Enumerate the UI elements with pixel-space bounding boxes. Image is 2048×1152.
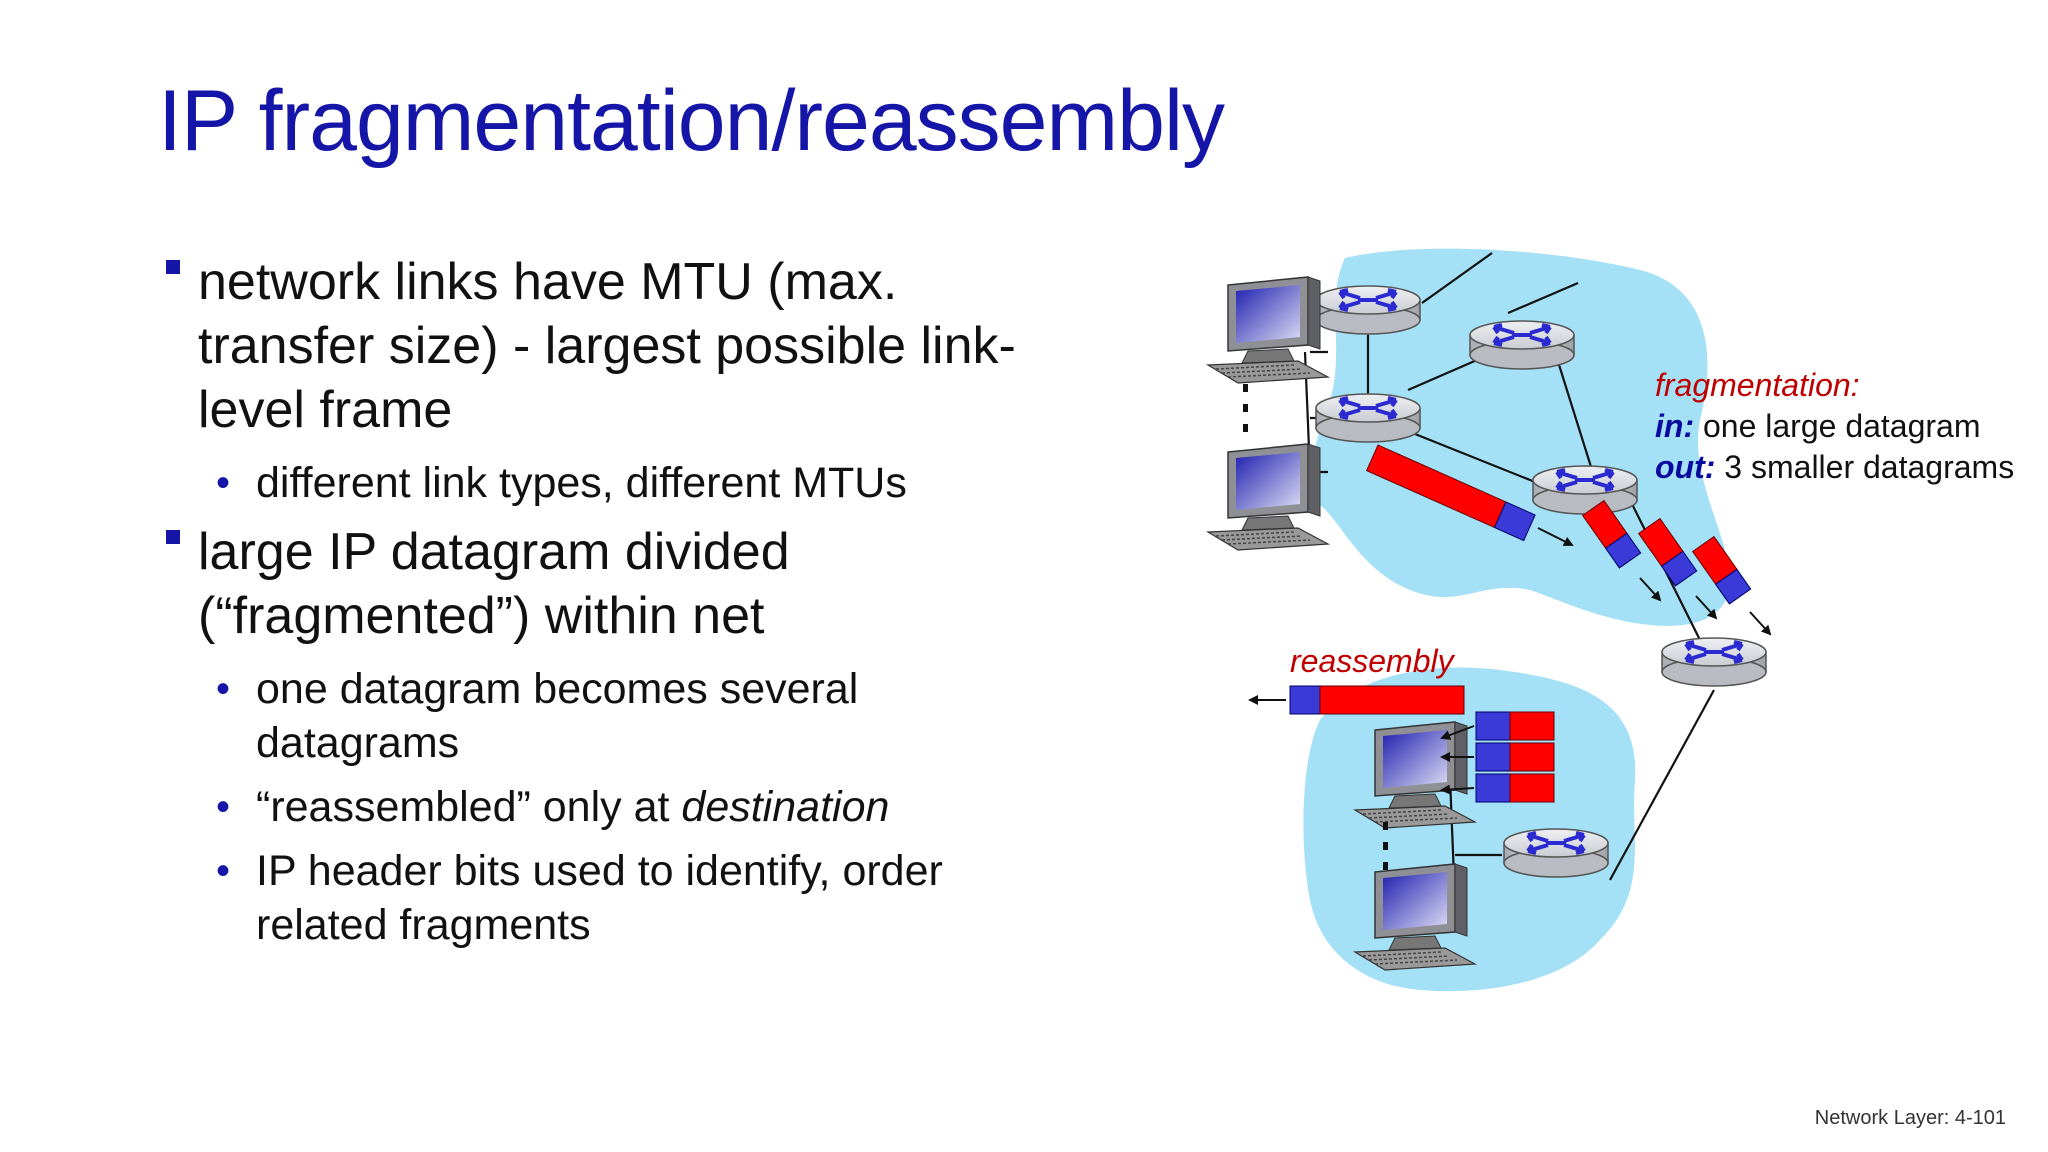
router-icon bbox=[1502, 827, 1610, 879]
received-fragments bbox=[1475, 711, 1555, 803]
reassembled-text: “reassembled” only at bbox=[256, 783, 682, 831]
router-icon bbox=[1531, 464, 1639, 516]
out-caption: out: 3 smaller datagrams bbox=[1655, 449, 2014, 485]
in-text: one large datagram bbox=[1694, 408, 1980, 444]
fragment bbox=[1637, 517, 1698, 587]
lower-network-cloud bbox=[1303, 667, 1636, 992]
router-icon bbox=[1314, 392, 1422, 444]
router-icon bbox=[1468, 319, 1576, 371]
fragmentation-label: fragmentation: bbox=[1655, 367, 1860, 403]
reassembled-datagram bbox=[1289, 685, 1465, 715]
sub-bullet-several-datagrams: one datagram becomes several datagrams bbox=[160, 662, 1060, 770]
router-icon bbox=[1314, 284, 1422, 336]
fragment bbox=[1581, 499, 1642, 569]
fragment-arrows bbox=[1639, 577, 1772, 636]
computer-icon bbox=[1207, 443, 1329, 551]
slide-footer: Network Layer: 4-101 bbox=[1814, 1107, 2006, 1129]
bullet-mtu: network links have MTU (max. transfer si… bbox=[160, 250, 1060, 442]
router-icon bbox=[1660, 636, 1768, 688]
out-label: out: bbox=[1655, 449, 1715, 485]
sub-bullet-reassembled: “reassembled” only at destination bbox=[160, 780, 1060, 834]
sub-bullet-link-types: different link types, different MTUs bbox=[160, 456, 1060, 510]
in-caption: in: one large datagram bbox=[1655, 408, 1981, 444]
computer-icon bbox=[1207, 276, 1329, 384]
received-arrows bbox=[1440, 725, 1475, 795]
reassembly-label: reassembly bbox=[1290, 643, 1456, 679]
in-label: in: bbox=[1655, 408, 1694, 444]
sub-bullet-header-bits: IP header bits used to identify, order r… bbox=[160, 844, 1060, 952]
bullet-list: network links have MTU (max. transfer si… bbox=[160, 250, 1060, 962]
bullet-fragmented: large IP datagram divided (“fragmented”)… bbox=[160, 520, 1060, 648]
large-datagram bbox=[1365, 444, 1536, 542]
destination-text: destination bbox=[681, 783, 890, 831]
slide-title: IP fragmentation/reassembly bbox=[158, 73, 1225, 169]
more-hosts-dots bbox=[1243, 384, 1388, 870]
out-text: 3 smaller datagrams bbox=[1715, 449, 2014, 485]
fragment bbox=[1691, 535, 1752, 605]
